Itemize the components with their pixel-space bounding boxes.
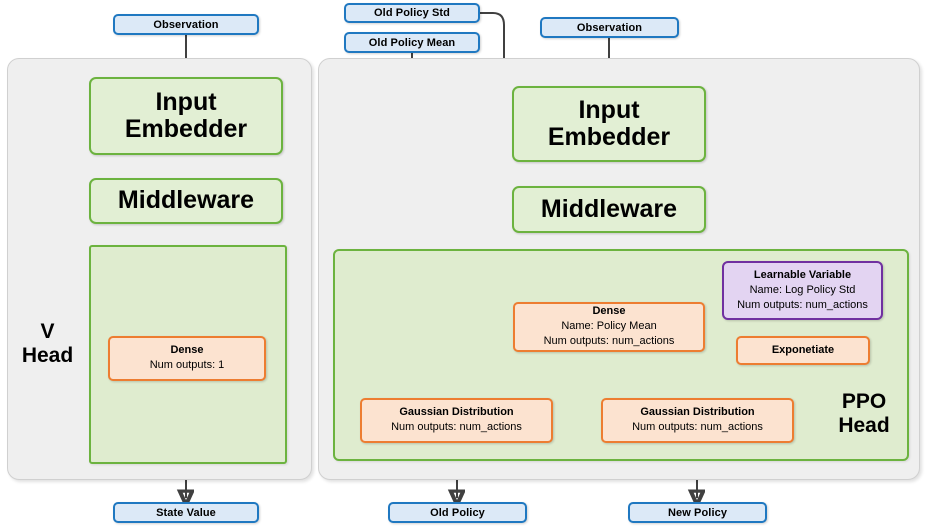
exponentiate[interactable]: Exponetiate <box>736 336 870 365</box>
dense-policy-mean-name: Name: Policy Mean <box>561 320 657 333</box>
dense-policy-mean-num-outputs: Num outputs: num_actions <box>543 335 675 348</box>
v-head-label-line2: Head <box>21 344 74 368</box>
observation-input-v-label: Observation <box>153 18 219 31</box>
state-value-output-label: State Value <box>156 506 216 519</box>
gaussian-distribution-old-num-outputs: Num outputs: num_actions <box>391 421 522 434</box>
gaussian-distribution-old-title: Gaussian Distribution <box>399 406 514 419</box>
middleware-v-label: Middleware <box>117 186 255 215</box>
observation-input-v[interactable]: Observation <box>113 14 259 35</box>
input-embedder-v[interactable]: Input Embedder <box>89 77 283 155</box>
dense-v-title: Dense <box>170 344 204 357</box>
ppo-head-label: PPO Head <box>823 390 905 438</box>
input-embedder-ppo-label: Input Embedder <box>547 95 671 151</box>
middleware-v[interactable]: Middleware <box>89 178 283 224</box>
dense-v[interactable]: Dense Num outputs: 1 <box>108 336 266 381</box>
state-value-output[interactable]: State Value <box>113 502 259 523</box>
exponentiate-label: Exponetiate <box>771 344 835 357</box>
old-policy-mean-input[interactable]: Old Policy Mean <box>344 32 480 53</box>
dense-policy-mean[interactable]: Dense Name: Policy Mean Num outputs: num… <box>513 302 705 352</box>
old-policy-output[interactable]: Old Policy <box>388 502 527 523</box>
learnable-variable-log-policy-std[interactable]: Learnable Variable Name: Log Policy Std … <box>722 261 883 320</box>
gaussian-distribution-old[interactable]: Gaussian Distribution Num outputs: num_a… <box>360 398 553 443</box>
old-policy-output-label: Old Policy <box>430 506 485 519</box>
ppo-head-label-line1: PPO <box>841 390 887 413</box>
old-policy-std-input[interactable]: Old Policy Std <box>344 3 480 23</box>
old-policy-std-input-label: Old Policy Std <box>374 7 450 19</box>
ppo-head-label-line2: Head <box>838 414 890 438</box>
input-embedder-ppo[interactable]: Input Embedder <box>512 86 706 162</box>
learnable-variable-name: Name: Log Policy Std <box>749 283 856 296</box>
new-policy-output[interactable]: New Policy <box>628 502 767 523</box>
input-embedder-v-label: Input Embedder <box>124 87 248 143</box>
gaussian-distribution-new[interactable]: Gaussian Distribution Num outputs: num_a… <box>601 398 794 443</box>
v-head-label: V Head <box>10 320 85 368</box>
learnable-variable-title: Learnable Variable <box>753 268 852 281</box>
dense-v-num-outputs: Num outputs: 1 <box>149 359 225 372</box>
gaussian-distribution-new-title: Gaussian Distribution <box>640 406 755 419</box>
learnable-variable-num-outputs: Num outputs: num_actions <box>737 298 868 311</box>
observation-input-ppo-label: Observation <box>576 21 643 34</box>
dense-policy-mean-title: Dense <box>592 305 626 318</box>
middleware-ppo[interactable]: Middleware <box>512 186 706 233</box>
new-policy-output-label: New Policy <box>667 506 728 519</box>
observation-input-ppo[interactable]: Observation <box>540 17 679 38</box>
middleware-ppo-label: Middleware <box>540 194 678 223</box>
v-head-label-line1: V <box>40 320 55 343</box>
old-policy-mean-input-label: Old Policy Mean <box>368 36 456 49</box>
gaussian-distribution-new-num-outputs: Num outputs: num_actions <box>632 421 763 434</box>
